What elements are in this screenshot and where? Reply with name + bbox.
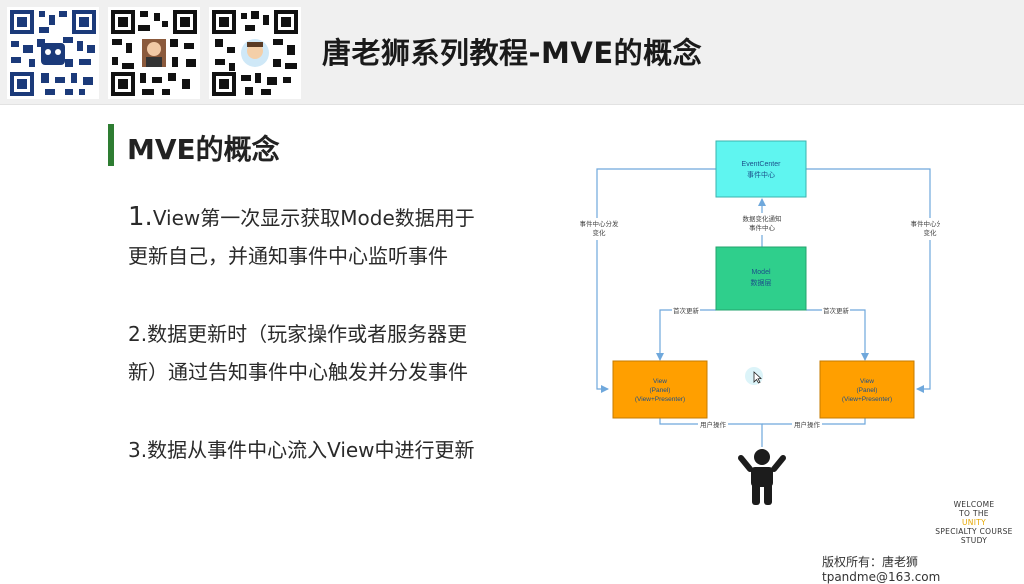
point-1-line1: View第一次显示获取Mode数据用于	[152, 206, 475, 230]
view-left-node	[612, 360, 708, 419]
qr-code-2	[108, 7, 200, 99]
section-accent-bar	[108, 124, 114, 166]
qr-code-1	[7, 7, 99, 99]
copyright-text: 版权所有：唐老狮 tpandme@163.com	[822, 555, 941, 584]
point-2-line2: 新）通过告知事件中心触发并分发事件	[128, 360, 468, 384]
point-3-line1: 3.数据从事件中心流入View中进行更新	[128, 438, 475, 462]
user-op-right-label: 用户操作	[794, 420, 821, 429]
welcome-line2: TO THE	[959, 509, 989, 518]
first-update-right-label: 首次更新	[823, 306, 850, 315]
point-1-number: 1.	[128, 202, 153, 232]
user-op-left-label: 用户操作	[700, 420, 727, 429]
notify-label-line2: 事件中心	[749, 223, 776, 232]
welcome-line5: STUDY	[960, 536, 988, 545]
point-2: 2.数据更新时（玩家操作或者服务器更 新）通过告知事件中心触发并分发事件	[128, 315, 468, 391]
model-line2: 数据层	[751, 278, 772, 287]
welcome-badge: WELCOME TO THE UNITY SPECIALTY COURSE ST…	[934, 500, 1014, 545]
right-dispatch-line	[806, 168, 931, 393]
welcome-line4: SPECIALTY COURSE	[935, 527, 1013, 536]
qr-code-3	[209, 7, 301, 99]
model-line1: Model	[751, 269, 771, 276]
left-dispatch-label-line1: 事件中心分发	[580, 219, 619, 228]
right-dispatch-label-line1: 事件中心分发	[911, 219, 941, 228]
first-update-left-label: 首次更新	[673, 306, 700, 315]
view-left-line2: (Panel)	[650, 387, 671, 394]
user-icon	[738, 449, 786, 505]
mve-diagram: EventCenter 事件中心 Model 数据层 View (Panel) …	[580, 135, 940, 515]
view-right-line3: (View+Presenter)	[842, 396, 892, 403]
point-1: 1.View第一次显示获取Mode数据用于 更新自己，并通知事件中心监听事件	[128, 198, 475, 275]
model-node	[715, 246, 807, 311]
point-1-line2: 更新自己，并通知事件中心监听事件	[128, 244, 448, 268]
view-left-line3: (View+Presenter)	[635, 396, 685, 403]
slide-header: 唐老狮系列教程-MVE的概念	[0, 0, 1024, 105]
notify-label-line1: 数据变化通知	[743, 214, 782, 223]
event-center-line2: 事件中心	[747, 170, 775, 179]
point-3: 3.数据从事件中心流入View中进行更新	[128, 431, 475, 469]
point-2-line1: 2.数据更新时（玩家操作或者服务器更	[128, 322, 468, 346]
event-center-node	[715, 140, 807, 198]
welcome-line3: UNITY	[962, 518, 986, 527]
view-left-line1: View	[653, 378, 667, 385]
right-dispatch-label-line2: 变化	[924, 228, 938, 237]
view-right-line2: (Panel)	[857, 387, 878, 394]
section-title: MVE的概念	[127, 133, 280, 166]
event-center-line1: EventCenter	[742, 161, 782, 168]
left-dispatch-label-line2: 变化	[593, 228, 607, 237]
view-right-node	[819, 360, 915, 419]
slide-title: 唐老狮系列教程-MVE的概念	[322, 36, 703, 70]
mouse-cursor-icon	[745, 367, 763, 385]
left-dispatch-line	[596, 168, 716, 393]
view-right-line1: View	[860, 378, 874, 385]
welcome-line1: WELCOME	[953, 500, 995, 509]
